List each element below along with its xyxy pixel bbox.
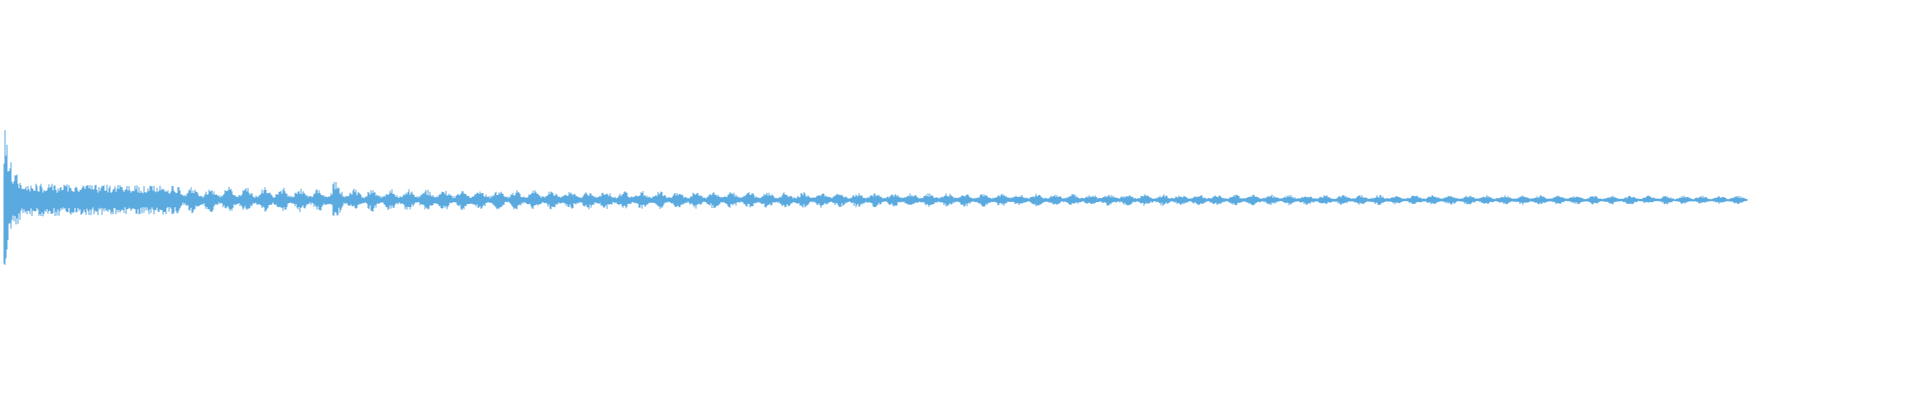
waveform-samples xyxy=(3,130,1748,265)
waveform-path xyxy=(3,130,1748,265)
